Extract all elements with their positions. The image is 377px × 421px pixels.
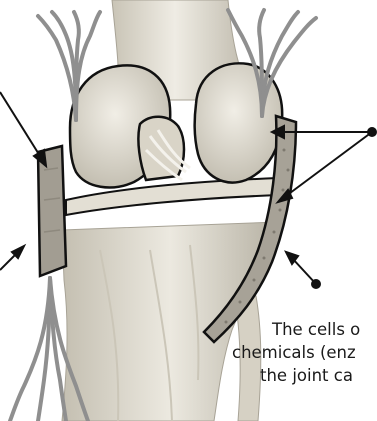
pointer-left-capsule <box>0 92 40 156</box>
left-capsule <box>38 146 66 276</box>
pointer-capsule-bottom <box>292 258 316 284</box>
pointer-right-dot <box>368 128 376 136</box>
caption-line-1: The cells o <box>228 318 377 341</box>
caption-line-3: the joint ca <box>228 364 377 387</box>
cells-caption: The cells o chemicals (enz the joint ca <box>228 318 377 387</box>
pointer-right-lower <box>286 132 372 196</box>
caption-line-2: chemicals (enz <box>228 341 377 364</box>
pointer-capsule-bottom-dot <box>312 280 320 288</box>
